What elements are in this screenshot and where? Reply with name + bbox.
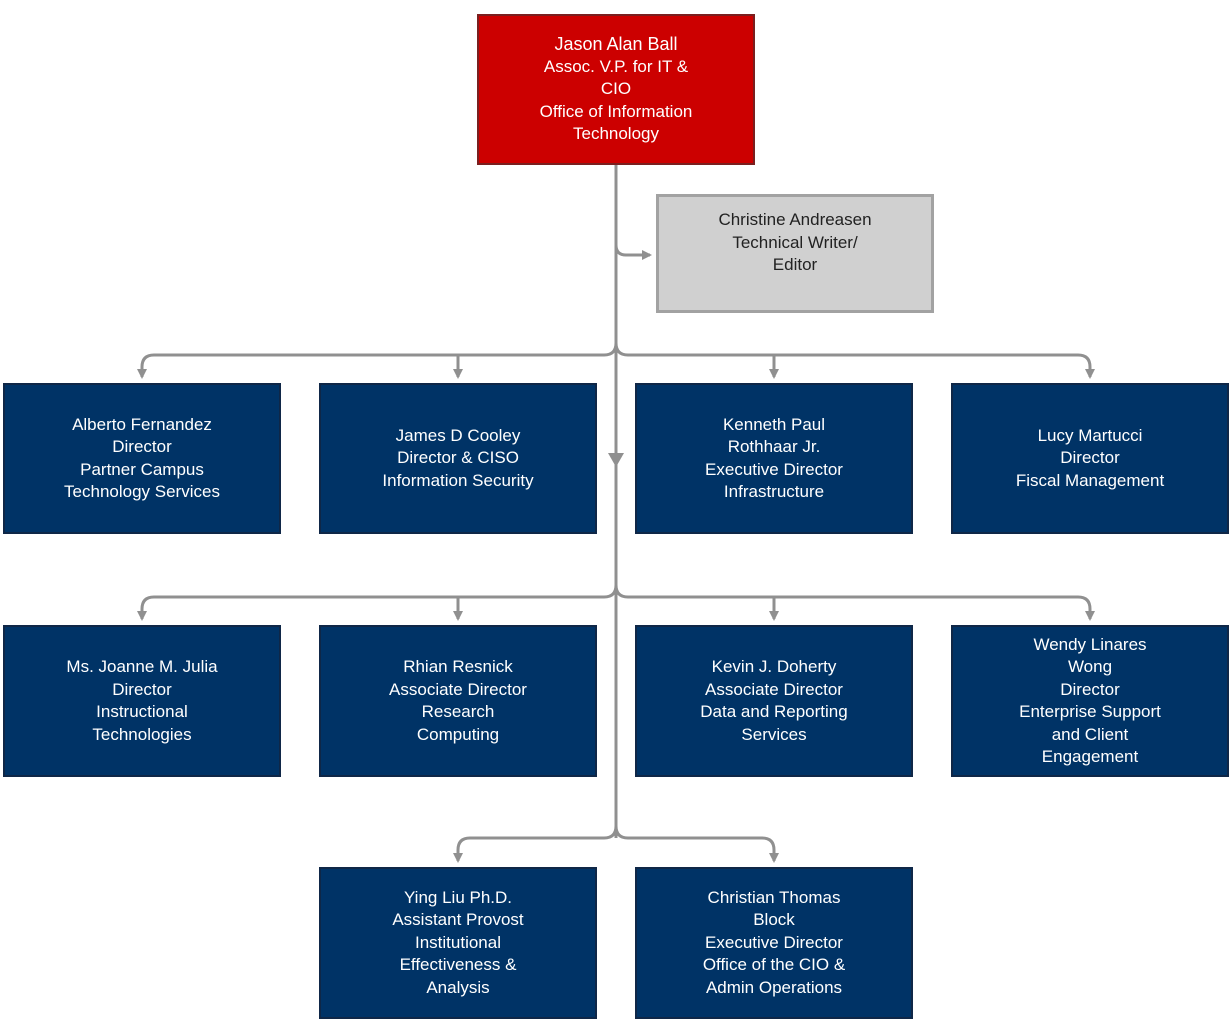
node-report-data-reporting[interactable]: Kevin J. Doherty Associate Director Data… [635, 625, 913, 777]
node-department: Admin Operations [705, 977, 843, 997]
node-name: Lucy Martucci [1037, 425, 1143, 445]
connector-staff [614, 244, 652, 260]
node-title: Director [1060, 679, 1120, 699]
trunk-arrowhead [608, 453, 624, 467]
node-name: Rhian Resnick [403, 657, 513, 676]
node-name: Ms. Joanne M. Julia [66, 657, 218, 676]
node-department: Partner Campus [80, 459, 204, 479]
node-report-cio-admin-operations[interactable]: Christian Thomas Block Executive Directo… [635, 867, 913, 1019]
node-department: Engagement [1041, 747, 1139, 766]
node-name: Block [753, 910, 795, 930]
node-name: Christine Andreasen [718, 210, 872, 229]
node-report-enterprise-support[interactable]: Wendy Linares Wong Director Enterprise S… [951, 625, 1229, 777]
node-department: Institutional [415, 932, 501, 952]
node-title: Executive Director [705, 459, 843, 479]
connector-row1-right [614, 342, 1095, 379]
node-title: Director [1060, 448, 1120, 468]
node-department: Information Security [382, 470, 534, 490]
node-title: Technical Writer/ [732, 232, 858, 252]
node-department: Computing [416, 724, 500, 744]
node-report-infrastructure[interactable]: Kenneth Paul Rothhaar Jr. Executive Dire… [635, 383, 913, 534]
node-title: Executive Director [705, 932, 843, 952]
node-report-information-security[interactable]: James D Cooley Director & CISO Informati… [319, 383, 597, 534]
node-title: Assoc. V.P. for IT & [543, 56, 689, 76]
node-title: Associate Director [705, 679, 843, 699]
node-department: Data and Reporting [700, 702, 848, 721]
node-title: Director [112, 437, 172, 456]
node-name: Ying Liu Ph.D. [403, 887, 513, 907]
node-name: Rothhaar Jr. [727, 437, 821, 456]
node-staff-technical-writer[interactable]: Christine Andreasen Technical Writer/ Ed… [656, 194, 934, 313]
node-department: Effectiveness & [399, 955, 517, 975]
node-department: Technology [572, 124, 659, 144]
node-name: Kenneth Paul [722, 414, 826, 434]
connector-row2-right [614, 584, 1095, 621]
node-name: Wong [1067, 657, 1113, 676]
node-name: Christian Thomas [707, 887, 841, 907]
node-department: Technology Services [64, 482, 220, 501]
connector-row2-left [137, 584, 618, 621]
node-name: Jason Alan Ball [554, 34, 678, 55]
node-name: Kevin J. Doherty [711, 657, 837, 676]
node-report-research-computing[interactable]: Rhian Resnick Associate Director Researc… [319, 625, 597, 777]
node-department: Analysis [426, 977, 490, 997]
node-title: Associate Director [389, 679, 527, 699]
node-department: Technologies [92, 724, 192, 744]
node-root-cio[interactable]: Jason Alan Ball Assoc. V.P. for IT & CIO… [477, 14, 755, 165]
node-title: CIO [600, 79, 632, 99]
node-department: Office of the CIO & [702, 955, 846, 975]
node-title: Director & CISO [397, 448, 519, 468]
node-report-institutional-effectiveness[interactable]: Ying Liu Ph.D. Assistant Provost Institu… [319, 867, 597, 1019]
node-department: Infrastructure [723, 482, 825, 501]
node-department: Instructional [96, 702, 188, 721]
node-report-partner-campus[interactable]: Alberto Fernandez Director Partner Campu… [3, 383, 281, 534]
node-title: Editor [772, 255, 818, 274]
node-department: Research [421, 702, 495, 721]
node-name: James D Cooley [395, 425, 521, 445]
node-title: Assistant Provost [392, 910, 524, 930]
node-department: Office of Information [539, 101, 693, 121]
node-title: Director [112, 679, 172, 699]
node-report-fiscal-management[interactable]: Lucy Martucci Director Fiscal Management [951, 383, 1229, 534]
connector-row3-left [453, 825, 618, 863]
connector-row3-right [614, 825, 779, 863]
node-name: Wendy Linares [1033, 634, 1147, 654]
connector-row1-left [137, 342, 618, 379]
node-name: Alberto Fernandez [72, 414, 212, 434]
node-department: Fiscal Management [1015, 470, 1165, 490]
node-department: Enterprise Support [1019, 702, 1161, 721]
node-report-instructional-technologies[interactable]: Ms. Joanne M. Julia Director Instruction… [3, 625, 281, 777]
node-department: and Client [1051, 724, 1129, 744]
node-department: Services [741, 724, 807, 744]
